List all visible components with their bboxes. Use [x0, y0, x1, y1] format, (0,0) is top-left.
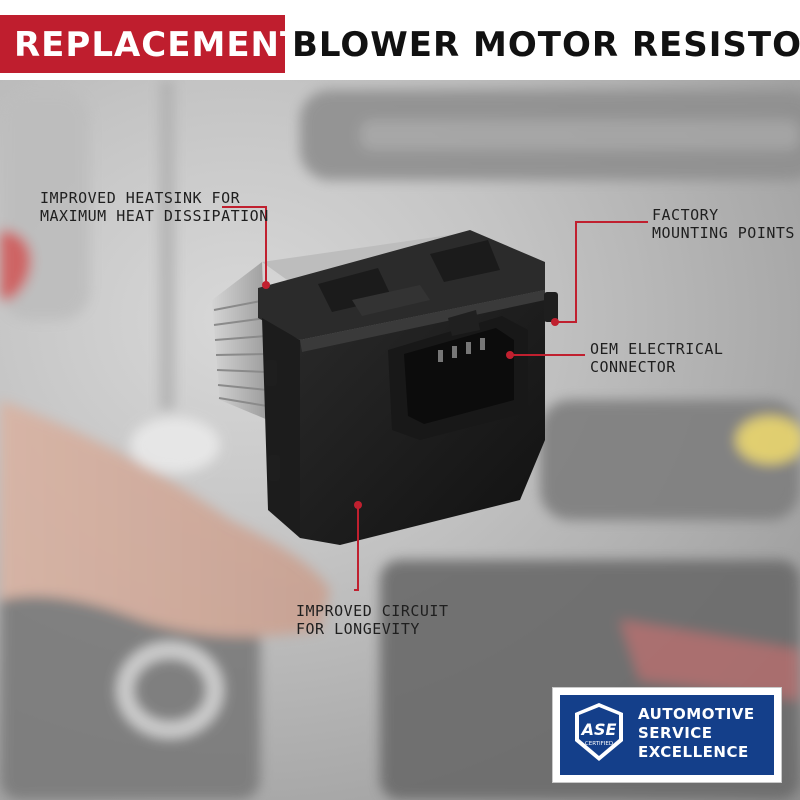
ase-badge-panel: ASE CERTIFIED AUTOMOTIVE SERVICE EXCELLE… — [560, 695, 774, 775]
title-highlight: REPLACEMENT — [14, 25, 305, 65]
callout-mounting-points: FACTORY MOUNTING POINTS — [652, 206, 795, 242]
ase-line3: EXCELLENCE — [638, 743, 749, 761]
ase-badge-text: AUTOMOTIVE SERVICE EXCELLENCE — [638, 705, 755, 762]
callout-heatsink: IMPROVED HEATSINK FOR MAXIMUM HEAT DISSI… — [40, 189, 269, 225]
callout-circuit-line1: IMPROVED CIRCUIT — [296, 602, 449, 620]
callout-heatsink-line1: IMPROVED HEATSINK FOR — [40, 189, 241, 207]
title-highlight-box — [0, 15, 285, 73]
callout-connector-line1: OEM ELECTRICAL — [590, 340, 724, 358]
callout-mounting-line1: FACTORY — [652, 206, 719, 224]
ase-logo-sub: CERTIFIED — [585, 741, 613, 747]
ase-certified-logo-icon: ASE CERTIFIED — [575, 703, 623, 761]
callout-heatsink-line2: MAXIMUM HEAT DISSIPATION — [40, 207, 269, 225]
ase-badge: ASE CERTIFIED AUTOMOTIVE SERVICE EXCELLE… — [553, 688, 781, 782]
callout-connector: OEM ELECTRICAL CONNECTOR — [590, 340, 723, 376]
ase-line2: SERVICE — [638, 724, 713, 742]
callout-mounting-line2: MOUNTING POINTS — [652, 224, 795, 242]
callout-circuit: IMPROVED CIRCUIT FOR LONGEVITY — [296, 602, 449, 638]
ase-logo-letters: ASE — [580, 720, 617, 739]
electrical-connector — [388, 310, 528, 440]
callout-circuit-line2: FOR LONGEVITY — [296, 620, 420, 638]
callout-connector-line2: CONNECTOR — [590, 358, 676, 376]
ase-line1: AUTOMOTIVE — [638, 705, 755, 723]
title-main: BLOWER MOTOR RESISTOR — [292, 25, 800, 65]
mounting-tabs — [265, 292, 558, 481]
